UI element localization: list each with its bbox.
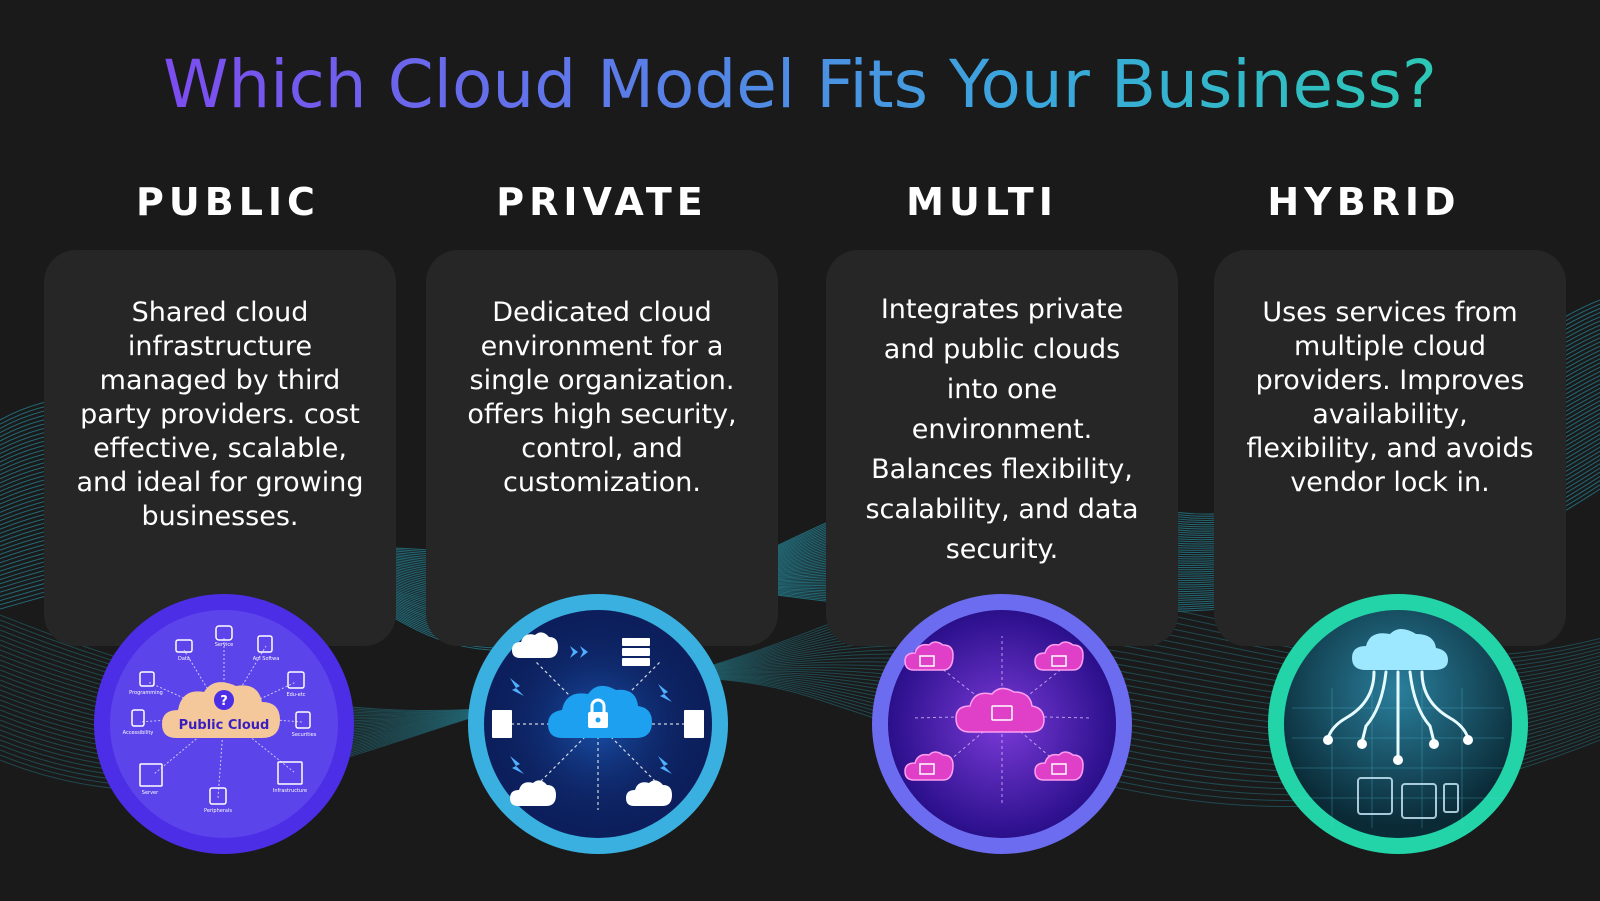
card-multi: Integrates private and public clouds int… (826, 250, 1178, 646)
svg-text:Infrastructure: Infrastructure (273, 788, 307, 794)
svg-text:Data: Data (178, 656, 190, 662)
svg-text:Securities: Securities (292, 732, 317, 738)
svg-text:Accessibility: Accessibility (123, 730, 154, 736)
heading-private: PRIVATE (496, 180, 708, 224)
svg-text:Peripherals: Peripherals (204, 808, 232, 814)
heading-hybrid: HYBRID (1267, 180, 1461, 224)
public-cloud-label: Public Cloud (179, 718, 270, 733)
card-hybrid-description: Uses services from multiple cloud provid… (1246, 297, 1534, 498)
page-title: Which Cloud Model Fits Your Business? (0, 46, 1600, 123)
svg-text:Service: Service (215, 642, 233, 648)
card-hybrid: Uses services from multiple cloud provid… (1214, 250, 1566, 646)
svg-text:?: ? (220, 694, 228, 709)
card-private-description: Dedicated cloud environment for a single… (467, 297, 737, 498)
card-public-description: Shared cloud infrastructure managed by t… (76, 297, 364, 532)
heading-multi: MULTI (906, 180, 1058, 224)
svg-text:Server: Server (142, 790, 159, 796)
svg-text:Programming: Programming (129, 690, 163, 696)
svg-text:Ani Softwa: Ani Softwa (253, 656, 280, 662)
hybrid-cloud-image (1262, 588, 1534, 860)
private-cloud-image (462, 588, 734, 860)
multi-cloud-image (866, 588, 1138, 860)
card-multi-description: Integrates private and public clouds int… (865, 294, 1139, 565)
card-private: Dedicated cloud environment for a single… (426, 250, 778, 646)
card-public: Shared cloud infrastructure managed by t… (44, 250, 396, 646)
heading-public: PUBLIC (136, 180, 320, 224)
svg-text:Edu-etc: Edu-etc (286, 692, 305, 698)
public-cloud-image: ? Public Cloud Data Service Ani Softwa E… (88, 588, 360, 860)
